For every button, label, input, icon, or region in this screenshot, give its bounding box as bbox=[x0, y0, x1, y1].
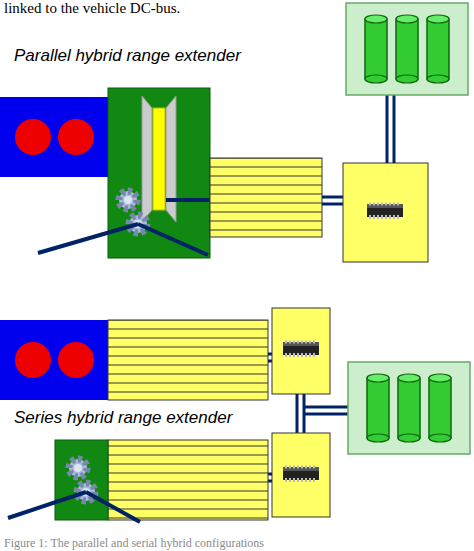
figure-caption: Figure 1: The parallel and serial hybrid… bbox=[4, 536, 264, 551]
text-fragment: linked to the vehicle DC-bus. bbox=[4, 0, 180, 17]
section-title: Parallel hybrid range extender bbox=[14, 46, 241, 66]
section-title: Series hybrid range extender bbox=[14, 408, 232, 428]
